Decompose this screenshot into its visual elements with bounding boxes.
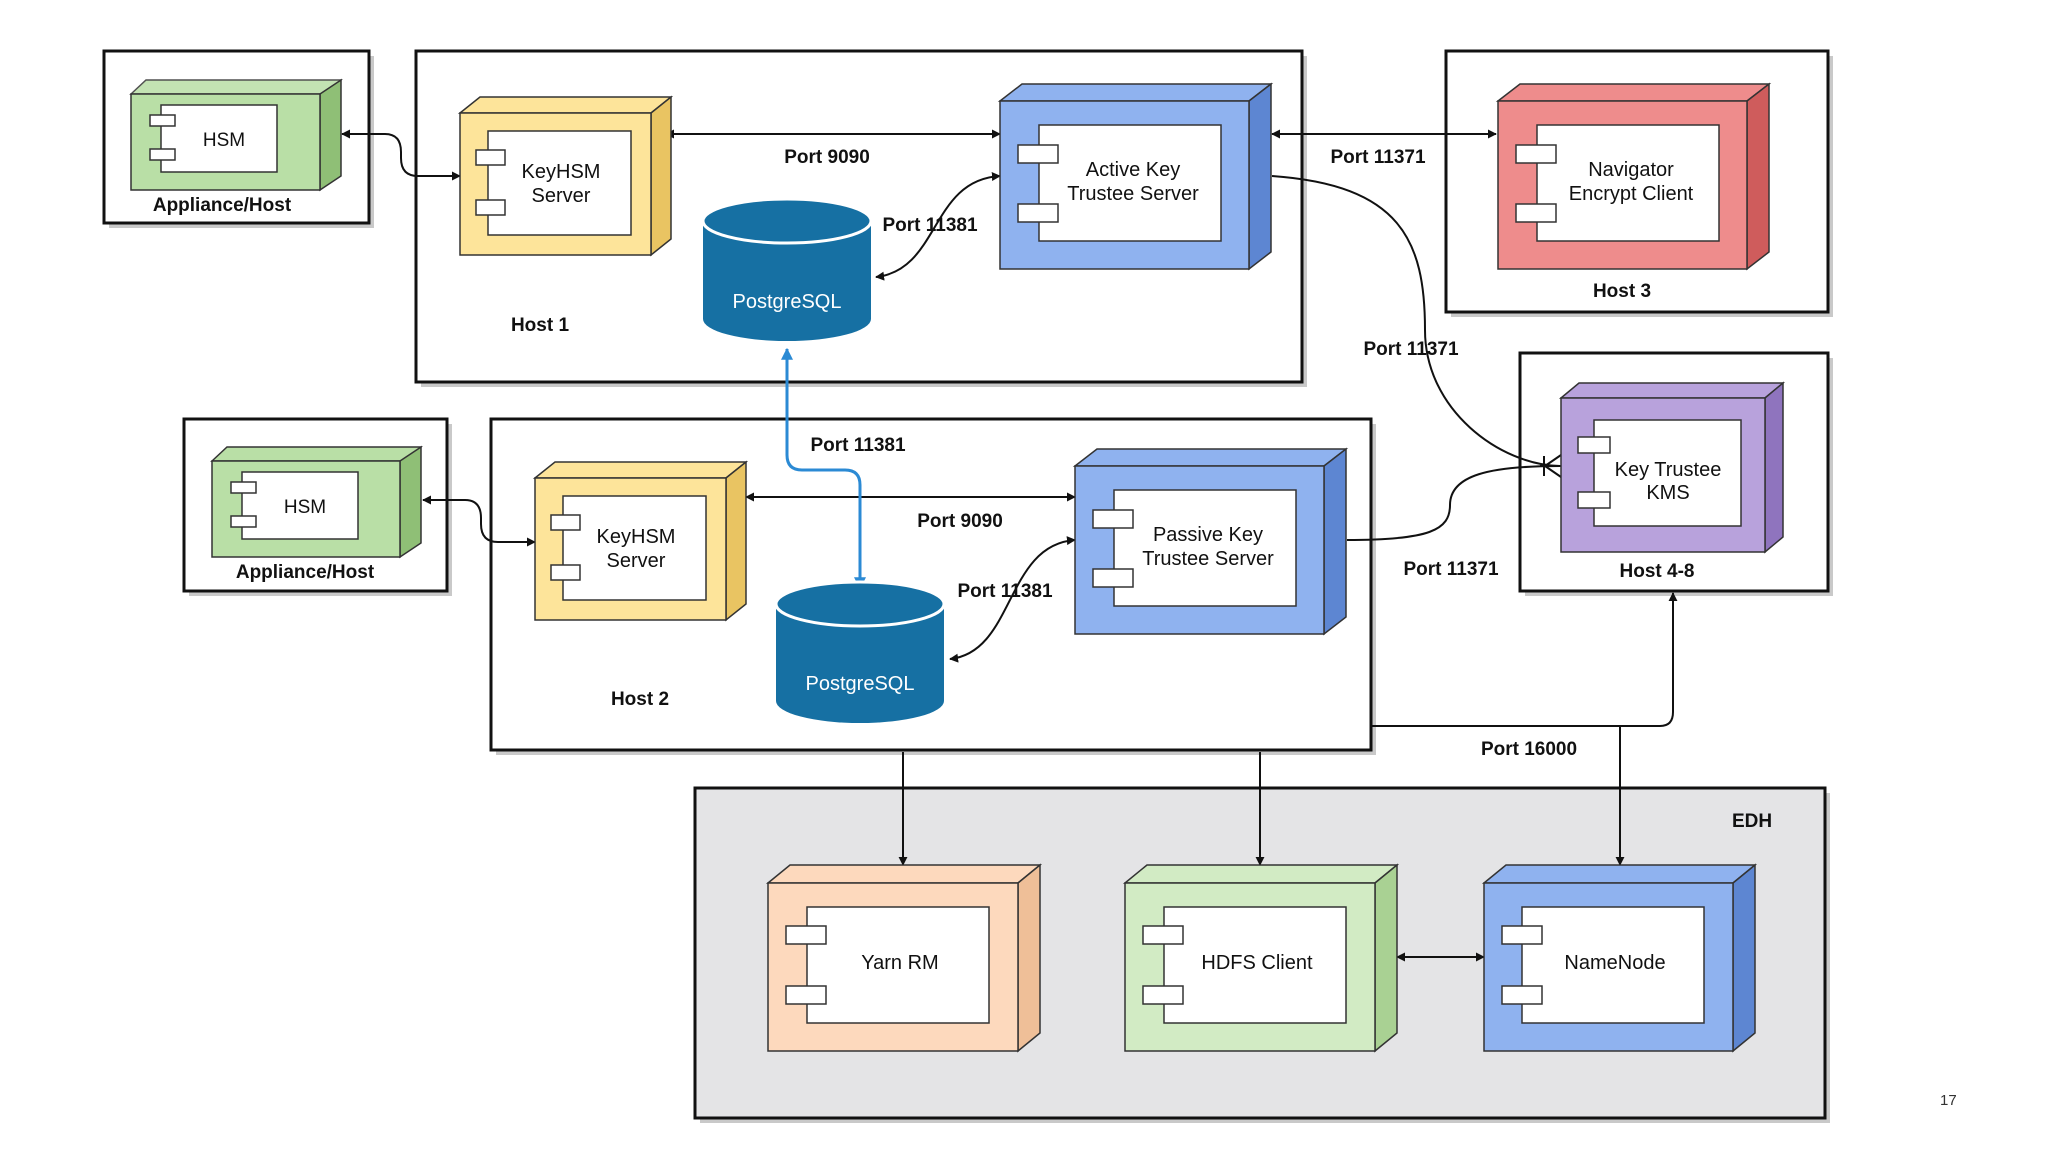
hsm1-keyhsm1-connector bbox=[341, 129, 461, 181]
svg-text:Port 11381: Port 11381 bbox=[957, 581, 1052, 602]
keyhsm-server-node-1: KeyHSM Server bbox=[457, 95, 674, 257]
svg-text:Port 11371: Port 11371 bbox=[1403, 559, 1498, 580]
svg-text:EDH: EDH bbox=[1732, 811, 1772, 832]
port-16000-label: Port 16000 bbox=[1481, 739, 1577, 760]
svg-text:Server: Server bbox=[607, 550, 666, 572]
namenode-label: NameNode bbox=[1564, 952, 1665, 974]
hsm-1-label: HSM bbox=[203, 130, 245, 151]
active-kts-line2: Trustee Server bbox=[1067, 183, 1199, 205]
svg-text:NameNode: NameNode bbox=[1564, 952, 1665, 974]
port-11381-top-label: Port 11381 bbox=[882, 215, 977, 236]
svg-text:Host 4-8: Host 4-8 bbox=[1620, 561, 1695, 582]
active-key-trustee-server-node: Active Key Trustee Server bbox=[997, 82, 1274, 271]
navigator-line1: Navigator bbox=[1588, 159, 1674, 181]
svg-text:Trustee Server: Trustee Server bbox=[1142, 548, 1274, 570]
postgresql-db-2: PostgreSQL bbox=[774, 580, 946, 723]
key-trustee-kms-node: Key Trustee KMS bbox=[1558, 381, 1786, 554]
hdfs-label: HDFS Client bbox=[1201, 952, 1313, 974]
hsm-node-1: HSM bbox=[129, 78, 343, 192]
keyhsm1-line1: KeyHSM bbox=[522, 161, 601, 183]
hsm-2-label: HSM bbox=[284, 497, 326, 518]
appliance-1-label: Appliance/Host bbox=[153, 195, 292, 216]
passive-key-trustee-server-node: Passive Key Trustee Server bbox=[1072, 447, 1349, 636]
svg-text:Port 9090: Port 9090 bbox=[784, 147, 870, 168]
navigator-encrypt-client-node: Navigator Encrypt Client bbox=[1495, 82, 1772, 271]
svg-text:Appliance/Host: Appliance/Host bbox=[153, 195, 292, 216]
appliance-2-label: Appliance/Host bbox=[236, 562, 375, 583]
keyhsm2-line2: Server bbox=[607, 550, 666, 572]
host2-namenode-port16000 bbox=[1372, 592, 1678, 727]
active-kms-port11371 bbox=[1271, 175, 1561, 467]
edh-label: EDH bbox=[1732, 811, 1772, 832]
pg1-label: PostgreSQL bbox=[733, 291, 842, 313]
host-4-8-label: Host 4-8 bbox=[1620, 561, 1695, 582]
yarn-label: Yarn RM bbox=[861, 952, 938, 974]
namenode-node: NameNode bbox=[1481, 863, 1758, 1053]
active-kts-line1: Active Key bbox=[1086, 159, 1180, 181]
svg-text:Encrypt Client: Encrypt Client bbox=[1569, 183, 1694, 205]
svg-text:Host 3: Host 3 bbox=[1593, 281, 1651, 302]
svg-text:KeyHSM: KeyHSM bbox=[522, 161, 601, 183]
svg-text:PostgreSQL: PostgreSQL bbox=[733, 291, 842, 313]
kms-line2: KMS bbox=[1646, 482, 1689, 504]
svg-text:KMS: KMS bbox=[1646, 482, 1689, 504]
svg-text:Port 11381: Port 11381 bbox=[882, 215, 977, 236]
svg-text:KeyHSM: KeyHSM bbox=[597, 526, 676, 548]
pg1-active-port11381 bbox=[875, 171, 1001, 281]
svg-text:Active Key: Active Key bbox=[1086, 159, 1180, 181]
svg-text:Passive Key: Passive Key bbox=[1153, 524, 1263, 546]
pg2-label: PostgreSQL bbox=[806, 673, 915, 695]
svg-text:Port 11371: Port 11371 bbox=[1330, 147, 1425, 168]
postgresql-db-1: PostgreSQL bbox=[701, 197, 873, 341]
hsm2-keyhsm2-connector bbox=[422, 495, 536, 547]
svg-text:Server: Server bbox=[532, 185, 591, 207]
svg-text:Navigator: Navigator bbox=[1588, 159, 1674, 181]
svg-text:Key Trustee: Key Trustee bbox=[1615, 459, 1722, 481]
navigator-line2: Encrypt Client bbox=[1569, 183, 1694, 205]
svg-text:Port 16000: Port 16000 bbox=[1481, 739, 1577, 760]
svg-text:Port 11371: Port 11371 bbox=[1363, 339, 1458, 360]
svg-text:HSM: HSM bbox=[284, 497, 326, 518]
svg-text:Port 9090: Port 9090 bbox=[917, 511, 1003, 532]
hsm-node-2: HSM bbox=[210, 445, 423, 559]
svg-text:Host 2: Host 2 bbox=[611, 689, 669, 710]
port-11381-mid-label: Port 11381 bbox=[810, 435, 905, 456]
hdfs-client-node: HDFS Client bbox=[1122, 863, 1400, 1053]
host-2-label: Host 2 bbox=[611, 689, 669, 710]
port-labels: Port 9090 Port 11381 Port 11371 Port 113… bbox=[784, 147, 1577, 760]
kms-line1: Key Trustee bbox=[1615, 459, 1722, 481]
port-11371-top-label: Port 11371 bbox=[1330, 147, 1425, 168]
passive-kts-line2: Trustee Server bbox=[1142, 548, 1274, 570]
svg-text:Appliance/Host: Appliance/Host bbox=[236, 562, 375, 583]
passive-kts-line1: Passive Key bbox=[1153, 524, 1263, 546]
kms-crowsfoot bbox=[1540, 454, 1562, 478]
port-11371-passive-label: Port 11371 bbox=[1403, 559, 1498, 580]
host-1-label: Host 1 bbox=[511, 315, 570, 336]
svg-text:Host 1: Host 1 bbox=[511, 315, 570, 336]
container-labels: Appliance/Host Host 1 Host 3 Appliance/H… bbox=[153, 195, 1772, 832]
port-11381-bottom-label: Port 11381 bbox=[957, 581, 1052, 602]
page-number: 17 bbox=[1940, 1092, 1957, 1109]
host-3-label: Host 3 bbox=[1593, 281, 1651, 302]
port-11371-curve-label: Port 11371 bbox=[1363, 339, 1458, 360]
port-9090-top-label: Port 9090 bbox=[784, 147, 870, 168]
keyhsm1-line2: Server bbox=[532, 185, 591, 207]
svg-text:HDFS Client: HDFS Client bbox=[1201, 952, 1313, 974]
passive-kms-port11371 bbox=[1346, 465, 1561, 541]
keyhsm-server-node-2: KeyHSM Server bbox=[532, 460, 749, 622]
pg2-passive-port11381 bbox=[949, 536, 1076, 663]
svg-text:Trustee Server: Trustee Server bbox=[1067, 183, 1199, 205]
svg-text:Yarn RM: Yarn RM bbox=[861, 952, 938, 974]
keyhsm2-line1: KeyHSM bbox=[597, 526, 676, 548]
port-9090-mid-label: Port 9090 bbox=[917, 511, 1003, 532]
svg-text:Port 11381: Port 11381 bbox=[810, 435, 905, 456]
yarn-rm-node: Yarn RM bbox=[765, 863, 1043, 1053]
postgres-replication-arrow bbox=[781, 347, 866, 590]
svg-text:PostgreSQL: PostgreSQL bbox=[806, 673, 915, 695]
